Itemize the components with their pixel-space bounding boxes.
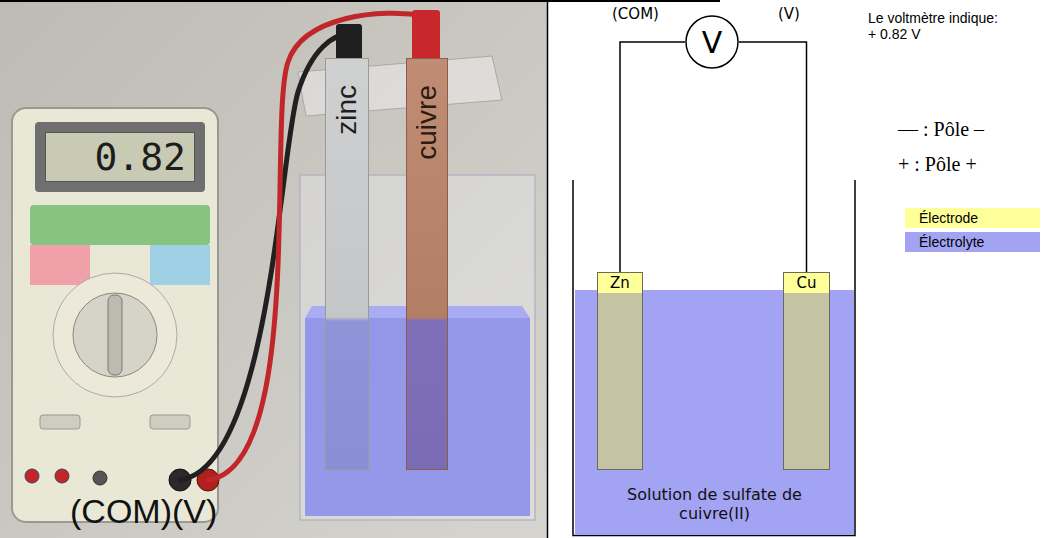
- electrode: Zn: [597, 272, 643, 470]
- legend-text: Électrode: [919, 210, 978, 226]
- frame-line: [547, 0, 549, 538]
- black-wire: [180, 34, 349, 480]
- lcd-bezel: [35, 122, 205, 192]
- selector-dial: [73, 293, 157, 377]
- zinc-plate: zinc: [325, 58, 369, 470]
- node-text: V: [702, 25, 723, 60]
- lcd-display: 0.82: [45, 132, 195, 182]
- jack: [93, 471, 107, 485]
- terminal-label: (COM): [612, 5, 659, 23]
- frame-line: [0, 0, 720, 2]
- node-text: Cu: [797, 274, 817, 292]
- node-text: zinc: [331, 85, 363, 135]
- red-clip: [412, 10, 440, 62]
- jack: [55, 469, 69, 483]
- range-band: [30, 205, 210, 245]
- panel-background: [548, 0, 1062, 538]
- voltmeter-symbol: V: [685, 15, 739, 69]
- legend-swatch: Électrode: [905, 208, 1040, 228]
- multimeter-body: [12, 108, 218, 522]
- wire: [739, 42, 807, 272]
- pole-key: + : Pôle +: [898, 153, 977, 176]
- terminal-label: (V): [778, 5, 800, 23]
- range-band: [150, 245, 210, 285]
- wire: [620, 42, 685, 272]
- selector-knob: [108, 295, 122, 375]
- electrode: Cu: [783, 272, 830, 470]
- copper-plate: cuivre: [406, 58, 448, 470]
- red-wire: [208, 13, 426, 480]
- selector-dial: [53, 273, 177, 397]
- jack: [25, 469, 39, 483]
- button: [40, 415, 80, 429]
- legend-text: Électrolyte: [919, 234, 984, 250]
- node-text: 0.82: [94, 135, 186, 179]
- reading-note: Le voltmètre indique: + 0.82 V: [868, 10, 1008, 42]
- node-text: Zn: [610, 274, 630, 292]
- jack-label: (COM)(V): [70, 492, 217, 531]
- node-text: cuivre: [411, 85, 443, 160]
- button: [150, 415, 190, 429]
- beaker: [573, 180, 855, 536]
- photo-background: [0, 0, 547, 538]
- range-band: [30, 245, 90, 285]
- voltmeter-circle: [686, 16, 738, 68]
- legend-swatch: Électrolyte: [905, 232, 1040, 252]
- node-text: Solution de sulfate de cuivre(II): [600, 485, 830, 523]
- pole-key: — : Pôle –: [898, 118, 984, 141]
